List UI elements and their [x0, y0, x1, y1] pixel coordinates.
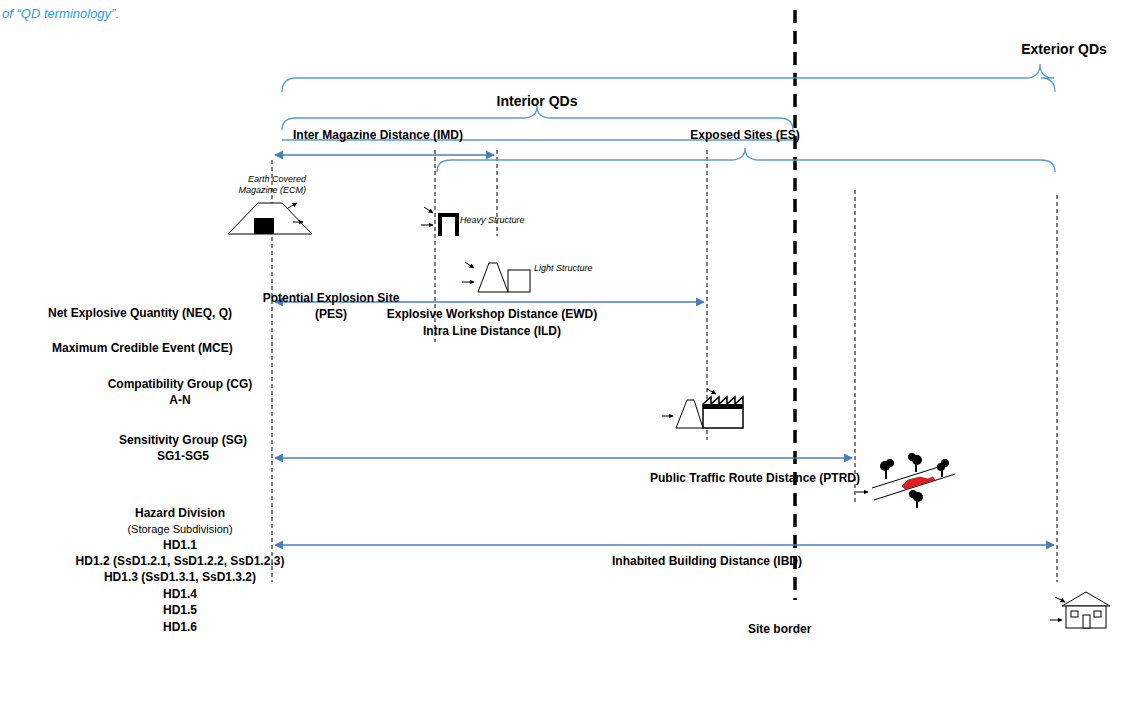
term-label: HD1.6 — [163, 620, 197, 636]
heavy-structure — [421, 207, 457, 236]
term-label: Exterior QDs — [1021, 40, 1107, 58]
term-label: Inhabited Building Distance (IBD) — [612, 554, 802, 570]
term-label: Net Explosive Quantity (NEQ, Q) — [48, 306, 232, 322]
term-label: HD1.2 (SsD1.2.1, SsD1.2.2, SsD1.2.3) — [76, 554, 285, 570]
earth-covered-magazine — [228, 203, 312, 234]
explosive-workshop — [662, 389, 743, 428]
term-label: Earth Covered Magazine (ECM) — [226, 174, 306, 196]
braces — [282, 64, 1055, 172]
term-label: Inter Magazine Distance (IMD) — [293, 128, 463, 144]
brace — [282, 64, 1055, 92]
term-label: Intra Line Distance (ILD) — [423, 324, 561, 340]
term-label: Maximum Credible Event (MCE) — [52, 341, 233, 357]
brace — [437, 148, 1055, 172]
distance-arrows — [275, 155, 1054, 545]
term-label: Light Structure — [534, 263, 593, 274]
site-border-line — [793, 10, 797, 600]
reference-lines — [272, 150, 1057, 582]
light-structure — [462, 262, 530, 292]
term-label: (Storage Subdivision) — [127, 522, 232, 536]
term-label: Exposed Sites (ES) — [690, 128, 799, 144]
term-label: Public Traffic Route Distance (PTRD) — [650, 471, 860, 487]
term-label: HD1.3 (SsD1.3.1, SsD1.3.2) — [104, 570, 256, 586]
term-label: Hazard Division — [135, 506, 225, 522]
term-label: Sensitivity Group (SG) — [119, 433, 247, 449]
term-label: Heavy Structure — [460, 215, 525, 226]
term-label: Site border — [748, 622, 811, 638]
inhabited-building — [1050, 592, 1110, 628]
term-label: SG1-SG5 — [157, 449, 209, 465]
term-label: HD1.4 — [163, 587, 197, 603]
term-label: Explosive Workshop Distance (EWD) — [387, 307, 598, 323]
public-road — [856, 453, 955, 508]
brace — [282, 106, 793, 130]
term-label: A-N — [169, 393, 190, 409]
term-label: Compatibility Group (CG) — [108, 377, 253, 393]
term-label: HD1.5 — [163, 603, 197, 619]
term-label: Interior QDs — [497, 92, 578, 110]
caption: of “QD terminology”. — [2, 6, 119, 23]
term-label: HD1.1 — [163, 538, 197, 554]
